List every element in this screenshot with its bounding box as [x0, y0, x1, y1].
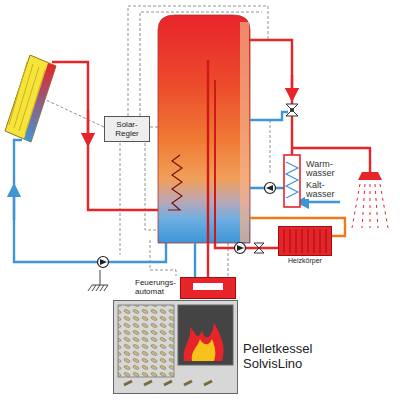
storage-tank [158, 15, 250, 243]
storage-tank [214, 80, 216, 243]
storage-tank [158, 15, 250, 243]
boiler-illustration [114, 301, 237, 393]
pump [265, 183, 276, 194]
combustion-chamber [178, 305, 233, 365]
boiler-pipes [195, 243, 208, 277]
hot-water-circuit [291, 75, 293, 95]
shower [375, 184, 378, 228]
hot-water-circuit [250, 112, 288, 120]
feed-screw [184, 381, 192, 385]
feed-screw [204, 381, 212, 385]
control-wiring [46, 100, 104, 127]
radiator-rib [308, 229, 309, 253]
ground-symbol [88, 285, 92, 291]
pellet-boiler: Pelletkessel SolvisLino [113, 300, 238, 394]
boiler-pipes [194, 243, 196, 277]
burner-display [193, 283, 223, 290]
heat-exchanger [286, 162, 298, 198]
shower [370, 184, 371, 228]
pump [235, 243, 246, 254]
node-text: Pelletkessel SolvisLino [243, 341, 335, 371]
radiator-rib [326, 229, 327, 253]
mixing-valve [286, 104, 298, 116]
shower [380, 184, 388, 228]
hot-water-circuit [250, 40, 370, 202]
node-text: Heizkörper [278, 257, 332, 265]
radiator: Heizkörper [278, 226, 332, 265]
feed-screw [164, 381, 172, 385]
control-wiring [46, 6, 270, 277]
radiator-body [279, 227, 332, 256]
feed-screw [144, 381, 152, 385]
mixing-valve [286, 104, 298, 116]
heating-circuit [215, 243, 278, 248]
ground-symbol [100, 285, 104, 291]
pump [100, 259, 107, 265]
storage-tank [168, 155, 182, 210]
node-text: Feuerungs- automat [135, 278, 177, 296]
heating-valve [254, 243, 264, 253]
radiator-rib [314, 229, 315, 253]
control-wiring [120, 138, 121, 255]
pump [266, 185, 273, 191]
solar-circuit [13, 190, 15, 220]
shower [362, 184, 365, 228]
hot-water-circuit [250, 40, 292, 155]
control-wiring [270, 120, 271, 175]
pellet-store [118, 305, 174, 377]
ground-symbol [92, 285, 96, 291]
feed-screw [124, 381, 132, 385]
flame [184, 323, 224, 361]
hot-water-label: Warm- wasser [305, 160, 343, 178]
storage-tank [207, 60, 209, 243]
solar-circuit [14, 62, 168, 262]
solar-circuit [52, 62, 168, 210]
ground-symbol [104, 285, 108, 291]
shower [352, 172, 388, 228]
mixing-valve [290, 108, 294, 112]
cold-water-label: Kalt- wasser [305, 181, 343, 199]
node-text: Solar- Regler [107, 120, 147, 138]
ground-symbol [88, 270, 108, 291]
ground-symbol [100, 270, 101, 285]
radiator-rib [302, 229, 303, 253]
flame [192, 339, 216, 361]
solar-collector [5, 55, 56, 142]
radiator-rib [296, 229, 297, 253]
burner-symbol [181, 278, 235, 298]
radiator-symbol [278, 226, 332, 256]
radiator-rib [284, 229, 285, 253]
radiator-rib [320, 229, 321, 253]
burner-control-box: Feuerungs- automat [180, 277, 236, 299]
ground-symbol [96, 285, 100, 291]
hot-water-circuit [302, 201, 340, 203]
shower [358, 172, 382, 180]
controller-box: Solar- Regler [104, 116, 150, 142]
boiler-pipes [207, 243, 209, 277]
pump [237, 245, 244, 251]
control-wiring [150, 240, 176, 276]
solar-collector [5, 55, 56, 142]
radiator-rib [290, 229, 291, 253]
heating-valve [254, 243, 264, 253]
solar-circuit [14, 140, 166, 262]
pump [98, 257, 109, 268]
shower [352, 184, 388, 228]
solar-circuit [87, 110, 89, 140]
shower [352, 184, 360, 228]
storage-tank [240, 22, 249, 242]
heat-exchanger [284, 155, 300, 207]
solar-collector [24, 63, 56, 142]
pump [98, 183, 276, 268]
heat-exchanger [284, 155, 300, 207]
